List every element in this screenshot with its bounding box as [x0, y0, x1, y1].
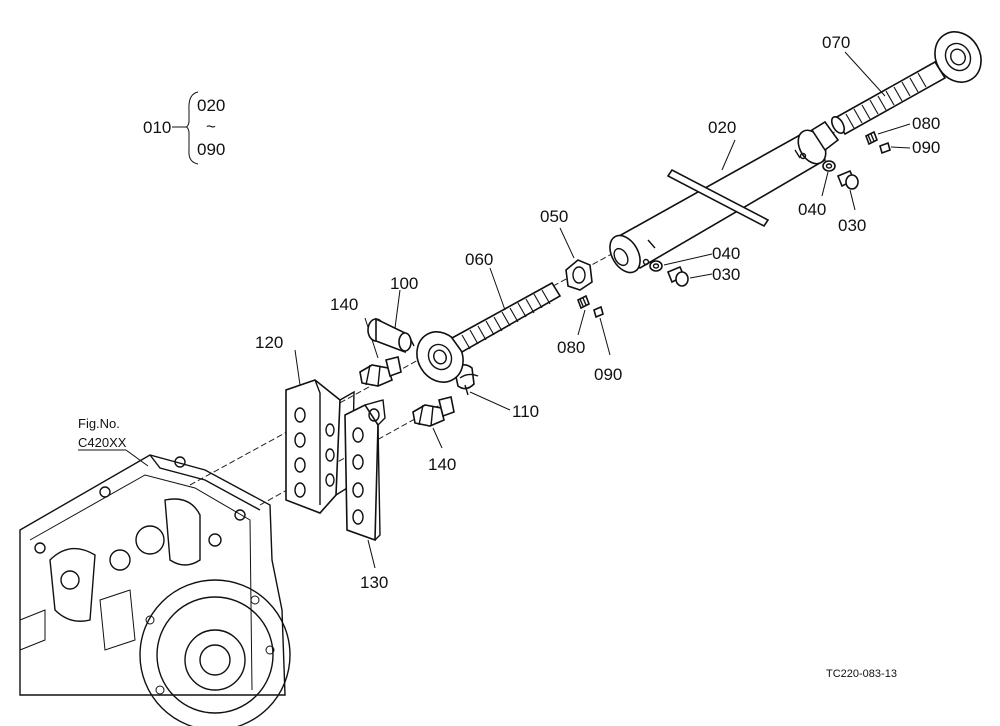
leader-070	[844, 51, 886, 97]
callout-070: 070	[822, 33, 850, 52]
callout-030-upper: 030	[838, 216, 866, 235]
washer-040-upper	[822, 160, 836, 172]
callout-140-lower: 140	[428, 455, 456, 474]
leader-020	[721, 139, 736, 171]
callout-080-upper: 080	[912, 114, 940, 133]
leader-080-lower	[577, 309, 586, 336]
rod-end-070	[830, 31, 982, 136]
callout-060: 060	[465, 250, 493, 269]
leader-120	[294, 349, 301, 386]
leader-110	[469, 391, 511, 411]
set-screw-080-upper	[864, 130, 879, 146]
callout-050: 050	[540, 207, 568, 226]
assembly-range-start: 020	[197, 96, 225, 115]
figure-ref-leader	[125, 449, 149, 467]
pin-100	[367, 317, 415, 354]
rod-end-060	[416, 281, 562, 383]
bolt-030-upper	[836, 169, 859, 190]
assembly-main-label: 010	[143, 118, 171, 137]
callout-110: 110	[512, 402, 539, 421]
main-tube-020	[609, 120, 840, 274]
bolt-140-lower	[412, 396, 455, 427]
leader-030-lower	[689, 273, 713, 279]
callout-080-lower: 080	[557, 338, 585, 357]
leader-060	[489, 267, 506, 311]
bracket-130	[344, 399, 386, 542]
callout-040-upper: 040	[798, 200, 826, 219]
leader-130	[367, 539, 376, 569]
leader-140-lower	[432, 427, 443, 449]
pin-090-upper	[879, 141, 891, 155]
transmission-housing	[19, 454, 291, 726]
drawing-code: TC220-083-13	[826, 668, 897, 680]
leader-090-lower	[599, 317, 611, 356]
figure-ref-label: Fig.No.	[78, 416, 120, 431]
bracket-120	[285, 379, 355, 514]
leader-040-upper	[821, 171, 829, 197]
leader-090-upper	[890, 146, 911, 149]
callout-040-lower: 040	[712, 244, 740, 263]
callout-140-upper: 140	[330, 295, 358, 314]
assembly-range-group: 010 020 ~ 090	[143, 91, 225, 165]
set-screw-080-lower	[576, 294, 591, 310]
pin-090-lower	[593, 305, 604, 319]
bolt-140-upper	[359, 356, 402, 387]
callout-090-lower: 090	[594, 365, 622, 384]
leader-040-lower	[663, 253, 713, 266]
assembly-brace	[185, 91, 199, 165]
figure-ref-number: C420XX	[78, 435, 127, 450]
callout-120: 120	[255, 333, 283, 352]
leader-100	[394, 289, 401, 329]
nut-050	[565, 259, 593, 291]
callout-090-upper: 090	[912, 138, 940, 157]
callout-020: 020	[708, 118, 736, 137]
callout-030-lower: 030	[712, 265, 740, 284]
bolt-030-lower	[666, 265, 689, 287]
assembly-range-tilde: ~	[206, 117, 216, 136]
leader-050	[559, 227, 575, 259]
callout-100: 100	[390, 274, 418, 293]
callout-130: 130	[360, 573, 388, 592]
washer-040-lower	[649, 260, 663, 272]
assembly-range-end: 090	[197, 140, 225, 159]
leader-030-upper	[849, 189, 856, 211]
leader-080-upper	[877, 123, 911, 135]
